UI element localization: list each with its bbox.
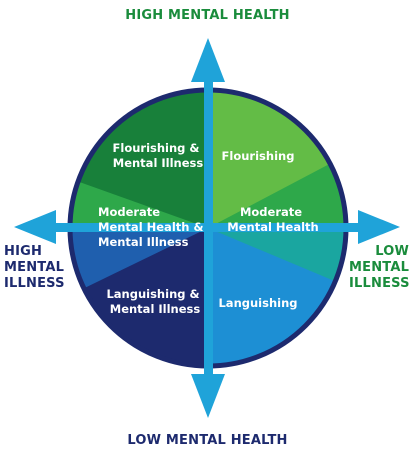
low-mental-illness-line-2: MENTAL [349, 260, 410, 275]
high-mental-health-label: HIGH MENTAL HEALTH [125, 8, 290, 23]
arrow-down-icon [191, 374, 225, 418]
flourishing-mental-illness-text: Flourishing & Mental Illness [113, 141, 204, 170]
low-mental-health-label: LOW MENTAL HEALTH [127, 433, 288, 448]
moderate-mental-health-text: Moderate Mental Health [227, 205, 318, 234]
quadrant-shade-bottom-right [208, 228, 346, 290]
high-mental-illness-label: HIGH MENTAL ILLNESS [4, 244, 65, 292]
quadrant-shade-top-right [208, 150, 346, 228]
horizontal-axis-shaft [40, 223, 376, 232]
low-mental-illness-line-3: ILLNESS [349, 276, 410, 291]
high-mental-illness-line-2: MENTAL [4, 260, 65, 275]
quadrant-shade-top-left [70, 175, 208, 228]
arrow-left-icon [14, 210, 56, 244]
high-mental-illness-line-1: HIGH [4, 244, 43, 259]
quadrant-shade-bottom-left [70, 228, 208, 300]
moderate-mental-health-mental-illness-text: Moderate Mental Health & Mental Illness [98, 205, 208, 249]
flourishing-text: Flourishing [222, 149, 295, 163]
languishing-text: Languishing [218, 296, 297, 310]
low-mental-illness-label: LOW MENTAL ILLNESS [349, 244, 410, 292]
low-mental-illness-line-1: LOW [375, 244, 409, 259]
axis-arrows [14, 38, 400, 418]
high-mental-illness-line-3: ILLNESS [4, 276, 65, 291]
arrow-right-icon [358, 210, 400, 244]
languishing-mental-illness-text: Languishing & Mental Illness [106, 287, 203, 316]
arrow-up-icon [191, 38, 225, 82]
